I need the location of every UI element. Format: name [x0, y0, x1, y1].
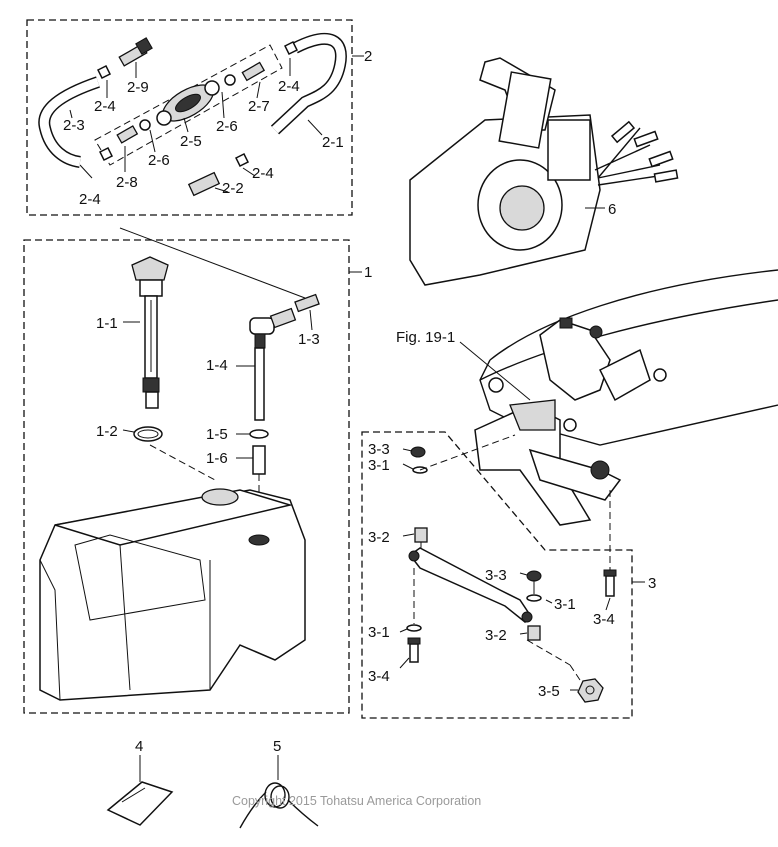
label-2-6-b: 2-6: [216, 118, 238, 135]
group-1-outline: [23, 239, 350, 714]
washer-3-1c: [406, 624, 422, 632]
label-3-1-b: 3-1: [554, 596, 576, 613]
label-3-4-b: 3-4: [593, 611, 615, 628]
label-fig-19-1: Fig. 19-1: [396, 329, 456, 346]
label-group-1: 1: [364, 264, 373, 281]
label-3-1-c: 3-1: [368, 624, 390, 641]
label-2-5: 2-5: [180, 133, 202, 150]
label-2-8: 2-8: [116, 174, 138, 191]
label-3-3-a: 3-3: [368, 441, 390, 458]
label-2-4-d: 2-4: [252, 165, 274, 182]
o-ring-1-5: [249, 429, 269, 439]
label-group-2: 2: [364, 48, 373, 65]
label-2-6-a: 2-6: [148, 152, 170, 169]
outboard-housing: [474, 269, 778, 526]
label-1-2: 1-2: [96, 423, 118, 440]
nut-3-5: [577, 678, 604, 703]
label-2-1: 2-1: [322, 134, 344, 151]
pad-4: [106, 781, 174, 826]
label-1-6: 1-6: [206, 450, 228, 467]
label-2-7: 2-7: [248, 98, 270, 115]
fuel-tank: [39, 488, 306, 701]
washer-3-1b: [526, 594, 542, 602]
label-2-3: 2-3: [63, 117, 85, 134]
label-3-4-a: 3-4: [368, 668, 390, 685]
label-1-3: 1-3: [298, 331, 320, 348]
fig-leader: [459, 341, 531, 401]
label-3-3-b: 3-3: [485, 567, 507, 584]
label-2-2: 2-2: [222, 180, 244, 197]
filter-1-6: [252, 445, 266, 475]
fitting-1-4: [249, 293, 320, 421]
fuel-gauge-1-1: [131, 256, 169, 409]
group-2-outline: [26, 19, 353, 216]
connector-2-7: [241, 61, 266, 82]
label-2-4-c: 2-4: [79, 191, 101, 208]
connector-2-9: [118, 37, 153, 67]
o-ring-1-2: [133, 426, 163, 442]
connector-2-2: [187, 152, 250, 197]
label-1-1: 1-1: [96, 315, 118, 332]
label-group-3: 3: [648, 575, 657, 592]
label-2-9: 2-9: [127, 79, 149, 96]
bolt-3-4b: [603, 569, 617, 597]
connector-2-8: [116, 125, 139, 144]
bolt-3-4a: [407, 637, 421, 663]
label-3-1-a: 3-1: [368, 457, 390, 474]
label-1-4: 1-4: [206, 357, 228, 374]
label-3-5: 3-5: [538, 683, 560, 700]
nut-3-3b: [526, 570, 542, 582]
collar-3-2a: [414, 527, 428, 543]
link-rod-3: [408, 547, 533, 624]
label-1-5: 1-5: [206, 426, 228, 443]
nut-3-3a: [410, 446, 426, 458]
label-3-2-a: 3-2: [368, 529, 390, 546]
remote-control-box-6: [409, 57, 679, 286]
spring-5: [239, 782, 319, 829]
label-5: 5: [273, 738, 282, 755]
label-2-4-a: 2-4: [94, 98, 116, 115]
label-4: 4: [135, 738, 144, 755]
copyright-text: Copyright 2015 Tohatsu America Corporati…: [232, 794, 482, 808]
group-3-outline: [361, 431, 633, 719]
label-3-2-b: 3-2: [485, 627, 507, 644]
label-2-4-b: 2-4: [278, 78, 300, 95]
collar-3-2b: [527, 625, 541, 641]
primer-bulb-2-5: [156, 80, 220, 126]
label-6: 6: [608, 201, 617, 218]
